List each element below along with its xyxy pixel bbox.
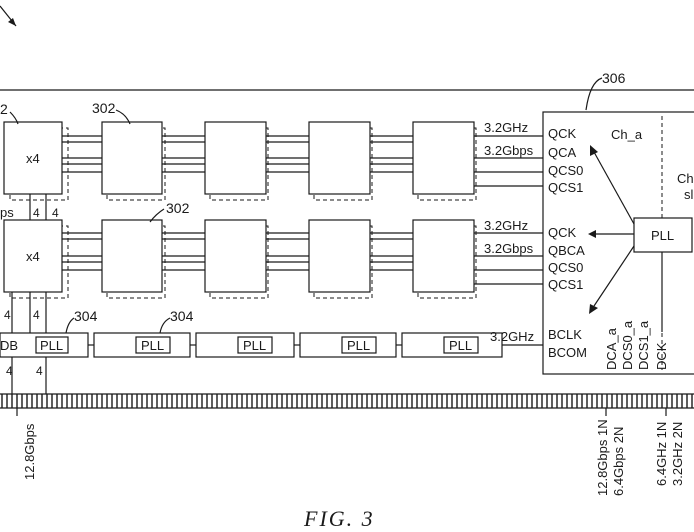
dck-rate-2n: 3.2GHz 2N (670, 422, 685, 486)
pin-qck: QCK (548, 126, 577, 141)
memory-chip-x4-top (3, 121, 63, 195)
pin-dcs1-a: DCS1_a (636, 320, 651, 370)
memory-chip (412, 219, 475, 293)
left-bottom-rate: 12.8Gbps (22, 423, 37, 480)
ref-304-b: 304 (170, 308, 194, 324)
pll-box (135, 336, 171, 354)
pll-box (35, 336, 69, 354)
controller-pll (633, 217, 693, 253)
svg-text:PLL: PLL (40, 338, 63, 353)
ref-306: 306 (602, 70, 626, 86)
controller-306: Ch_a Ch sl QCK QCA QCS0 QCS1 QCK QBCA QC… (542, 111, 694, 375)
ref-302-left: 2 (0, 101, 8, 117)
pin-bclk: BCLK (548, 327, 582, 342)
figure-caption: FIG. 3 (303, 506, 375, 531)
signal-rate-labels: 3.2GHz 3.2Gbps 3.2GHz 3.2Gbps 3.2GHz (484, 120, 534, 344)
connector-pins (1, 394, 693, 408)
pin-qca: QCA (548, 145, 577, 160)
middle-bus-lines (62, 232, 543, 285)
dca-rate-1n: 12.8Gbps 1N (595, 419, 610, 496)
svg-text:PLL: PLL (347, 338, 370, 353)
lane-count: 4 (36, 364, 43, 378)
pin-qcs0: QCS0 (548, 260, 583, 275)
memory-chip (101, 121, 163, 195)
pin-dca-a: DCA_a (604, 327, 619, 370)
memory-chip (204, 121, 267, 195)
pin-bcom: BCOM (548, 345, 587, 360)
top-data-rate: 3.2Gbps (484, 143, 534, 158)
bclk-rate: 3.2GHz (490, 329, 534, 344)
channel-b-label: Ch (677, 171, 694, 186)
memory-chip (308, 121, 371, 195)
chip-label-x4: x4 (26, 249, 40, 264)
svg-text:PLL: PLL (449, 338, 472, 353)
reference-arrow (0, 5, 17, 27)
memory-chip (204, 219, 267, 293)
dck-rate-1n: 6.4GHz 1N (654, 422, 669, 486)
bottom-rate-labels: 12.8Gbps 12.8Gbps 1N 6.4Gbps 2N 6.4GHz 1… (22, 419, 685, 496)
pin-dcs0-a: DCS0_a (620, 320, 635, 370)
lane-count: 4 (33, 308, 40, 322)
top-bus-lines (62, 135, 543, 187)
pll-box (237, 336, 273, 354)
lane-count: 4 (52, 206, 59, 220)
lane-count: 4 (4, 308, 11, 322)
svg-text:PLL: PLL (243, 338, 266, 353)
ref-302-top: 302 (92, 100, 116, 116)
pin-qck: QCK (548, 225, 577, 240)
top-row-memory: x4 (3, 121, 543, 201)
memory-chip (412, 121, 475, 195)
memory-chip (308, 219, 371, 293)
lane-count: 4 (6, 364, 13, 378)
middle-clock-rate: 3.2GHz (484, 218, 528, 233)
edge-connector (0, 393, 694, 416)
left-rate-partial: ps (0, 205, 14, 220)
memory-chip-x4-bottom (3, 219, 63, 293)
pll-row: DB PLL PLL PLL PLL PLL (0, 332, 543, 358)
pll-box (341, 336, 377, 354)
reference-numerals: 2 302 302 304 304 306 (0, 70, 626, 334)
pin-qbca: QBCA (548, 243, 585, 258)
channel-a-label: Ch_a (611, 127, 643, 142)
pin-qcs1: QCS1 (548, 277, 583, 292)
middle-row-memory: x4 (3, 219, 543, 299)
lane-count: 4 (33, 206, 40, 220)
dca-rate-2n: 6.4Gbps 2N (611, 427, 626, 496)
middle-data-rate: 3.2Gbps (484, 241, 534, 256)
pin-dck: DCK (654, 342, 669, 370)
ref-304-a: 304 (74, 308, 98, 324)
svg-text:PLL: PLL (651, 228, 674, 243)
left-vertical-links: ps 4 4 4 4 4 4 (0, 194, 59, 394)
top-clock-rate: 3.2GHz (484, 120, 528, 135)
channel-b-label-2: sl (684, 187, 694, 202)
svg-text:PLL: PLL (141, 338, 164, 353)
db-label: DB (0, 338, 18, 353)
pll-box (443, 336, 479, 354)
ref-302-middle: 302 (166, 200, 190, 216)
chip-label-x4: x4 (26, 151, 40, 166)
pin-qcs0: QCS0 (548, 163, 583, 178)
pin-qcs1: QCS1 (548, 180, 583, 195)
memory-chip (101, 219, 163, 293)
pll-distribution-arrows (588, 145, 635, 314)
